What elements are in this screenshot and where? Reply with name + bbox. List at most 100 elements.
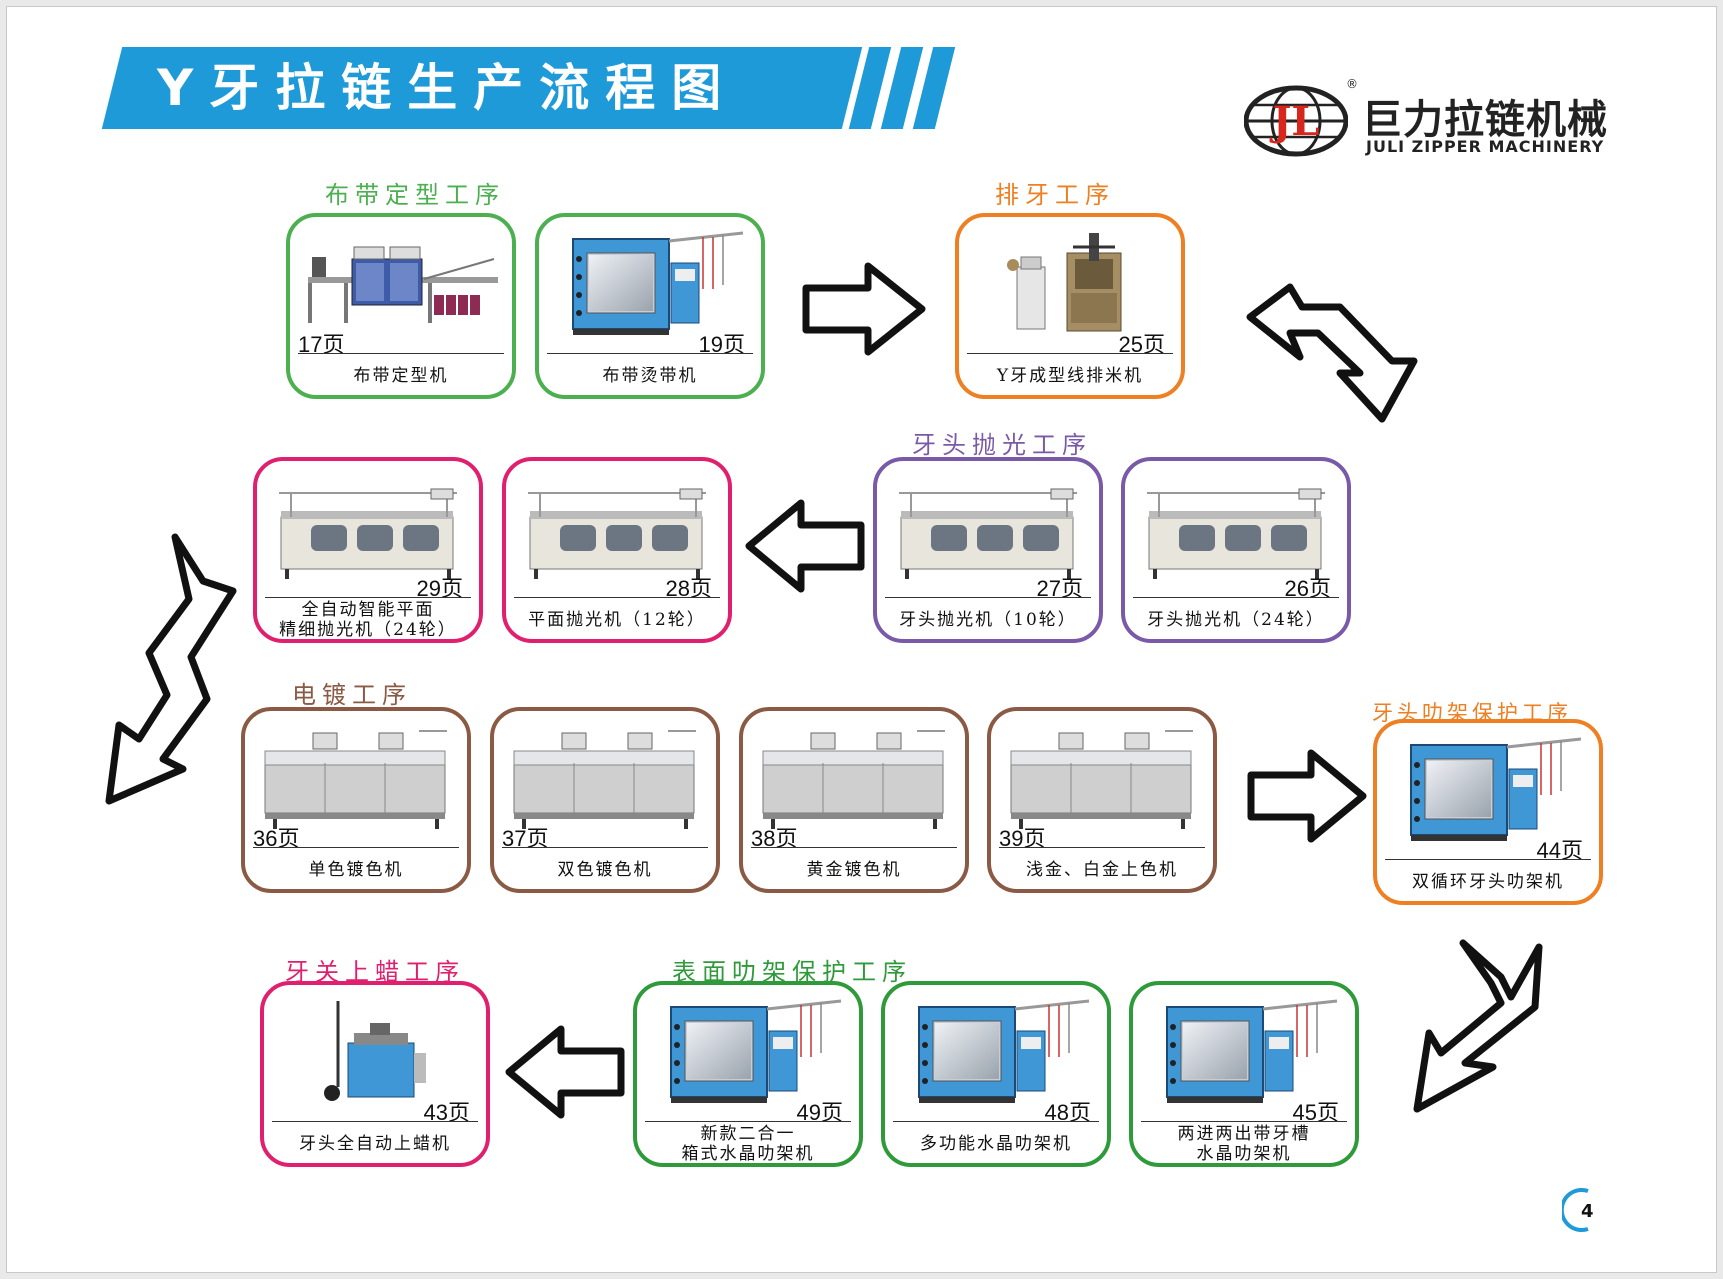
card-page-ref: 19页 <box>698 332 745 357</box>
card-divider <box>514 597 720 598</box>
card-page-ref: 44页 <box>1536 838 1583 863</box>
blue-cabinet-machine-icon <box>918 999 1090 1103</box>
registered-mark: ® <box>1346 77 1358 91</box>
card-page-ref: 26页 <box>1284 576 1331 601</box>
process-card: 37页双色镀色机 <box>490 707 720 893</box>
arrow-left-icon <box>505 1025 625 1119</box>
plating-machine-icon <box>264 730 447 829</box>
card-caption: 多功能水晶叻架机 <box>920 1134 1072 1154</box>
polisher-machine-icon <box>279 488 457 579</box>
card-page-ref: 37页 <box>502 826 549 851</box>
card-caption: 牙头抛光机（10轮） <box>899 610 1077 630</box>
polisher-machine-icon <box>528 488 706 579</box>
card-divider <box>253 847 459 848</box>
process-card: 48页多功能水晶叻架机 <box>881 981 1111 1167</box>
arrow-right-icon <box>1247 749 1367 843</box>
process-card: 36页单色镀色机 <box>241 707 471 893</box>
card-divider <box>645 1121 851 1122</box>
waxing-machine-icon <box>324 1001 426 1101</box>
blue-cabinet-machine-icon <box>1166 999 1338 1103</box>
card-divider <box>1385 859 1591 860</box>
arrow-down-left-icon <box>105 533 237 805</box>
section-title-teeth-arrangement: 排牙工序 <box>995 181 1115 209</box>
page-arc-icon <box>1562 1188 1589 1232</box>
section-title-head-polishing: 牙头抛光工序 <box>912 431 1092 459</box>
card-caption: 两进两出带牙槽 水晶叻架机 <box>1177 1124 1311 1164</box>
blue-cabinet-machine-icon <box>572 231 744 335</box>
card-page-ref: 36页 <box>253 826 300 851</box>
process-card: 25页 Y牙成型线排米机 <box>955 213 1185 399</box>
flowchart-page: Y牙拉链生产流程图 JL ® 巨力拉链机械 JULI ZIPPER MACHIN… <box>6 6 1717 1273</box>
globe-logo-icon: JL <box>1244 85 1348 157</box>
card-page-ref: 43页 <box>423 1100 470 1125</box>
process-card: 27页牙头抛光机（10轮） <box>873 457 1103 643</box>
process-card: 26页牙头抛光机（24轮） <box>1121 457 1351 643</box>
arrow-left-icon <box>745 499 865 593</box>
process-card: 28页平面抛光机（12轮） <box>502 457 732 643</box>
page-title: Y牙拉链生产流程图 <box>157 59 738 117</box>
blue-cabinet-machine-icon <box>1410 737 1582 841</box>
card-page-ref: 39页 <box>999 826 1046 851</box>
card-caption: 平面抛光机（12轮） <box>528 610 706 630</box>
card-caption: 双色镀色机 <box>557 860 653 880</box>
arrow-down-right-icon <box>1246 283 1418 423</box>
process-card: 39页浅金、白金上色机 <box>987 707 1217 893</box>
polisher-machine-icon <box>899 488 1077 579</box>
card-divider <box>999 847 1205 848</box>
card-page-ref: 38页 <box>751 826 798 851</box>
page-number: 4 <box>1581 1201 1594 1222</box>
forming-machine-icon <box>1007 233 1122 332</box>
section-title-fabric-setting: 布带定型工序 <box>325 181 505 209</box>
card-divider <box>1133 597 1339 598</box>
process-card: 49页新款二合一 箱式水晶叻架机 <box>633 981 863 1167</box>
card-caption: 黄金镀色机 <box>806 860 902 880</box>
process-card: 17页布带定型机 <box>286 213 516 399</box>
process-card: 43页牙头全自动上蜡机 <box>260 981 490 1167</box>
card-page-ref: 27页 <box>1036 576 1083 601</box>
brand-name-en: JULI ZIPPER MACHINERY <box>1366 137 1605 156</box>
card-divider <box>502 847 708 848</box>
card-caption: 单色镀色机 <box>308 860 404 880</box>
card-divider <box>547 353 753 354</box>
card-caption: 全自动智能平面 精细抛光机（24轮） <box>279 600 457 640</box>
section-title-electroplating: 电镀工序 <box>292 681 412 709</box>
brand-logo: JL ® 巨力拉链机械 JULI ZIPPER MACHINERY <box>1244 77 1664 165</box>
card-page-ref: 45页 <box>1292 1100 1339 1125</box>
card-divider <box>1141 1121 1347 1122</box>
card-caption: 双循环牙头叻架机 <box>1412 872 1564 892</box>
card-caption: 浅金、白金上色机 <box>1026 860 1178 880</box>
card-divider <box>967 353 1173 354</box>
card-divider <box>893 1121 1099 1122</box>
plating-machine-icon <box>762 730 945 829</box>
card-page-ref: 17页 <box>298 332 345 357</box>
card-divider <box>272 1121 478 1122</box>
card-page-ref: 49页 <box>796 1100 843 1125</box>
brand-name-cn: 巨力拉链机械 <box>1362 97 1608 143</box>
plating-machine-icon <box>513 730 696 829</box>
emblem-letters: JL <box>1269 98 1319 145</box>
arrow-down-left-icon <box>1413 939 1543 1113</box>
card-divider <box>885 597 1091 598</box>
card-divider <box>298 353 504 354</box>
long-line-machine-icon <box>308 246 498 323</box>
card-caption: 布带定型机 <box>353 366 449 386</box>
card-divider <box>751 847 957 848</box>
card-caption: 布带烫带机 <box>602 366 698 386</box>
card-caption: Y牙成型线排米机 <box>996 366 1144 386</box>
plating-machine-icon <box>1010 730 1193 829</box>
card-divider <box>265 597 471 598</box>
card-page-ref: 25页 <box>1118 332 1165 357</box>
arrow-right-icon <box>802 262 926 356</box>
card-caption: 牙头全自动上蜡机 <box>299 1134 451 1154</box>
polisher-machine-icon <box>1147 488 1325 579</box>
process-card: 19页布带烫带机 <box>535 213 765 399</box>
card-page-ref: 29页 <box>416 576 463 601</box>
process-card: 44页双循环牙头叻架机 <box>1373 719 1603 905</box>
process-card: 29页全自动智能平面 精细抛光机（24轮） <box>253 457 483 643</box>
card-page-ref: 28页 <box>665 576 712 601</box>
card-page-ref: 48页 <box>1044 1100 1091 1125</box>
process-card: 45页两进两出带牙槽 水晶叻架机 <box>1129 981 1359 1167</box>
blue-cabinet-machine-icon <box>670 999 842 1103</box>
card-caption: 新款二合一 箱式水晶叻架机 <box>681 1124 815 1164</box>
card-caption: 牙头抛光机（24轮） <box>1147 610 1325 630</box>
